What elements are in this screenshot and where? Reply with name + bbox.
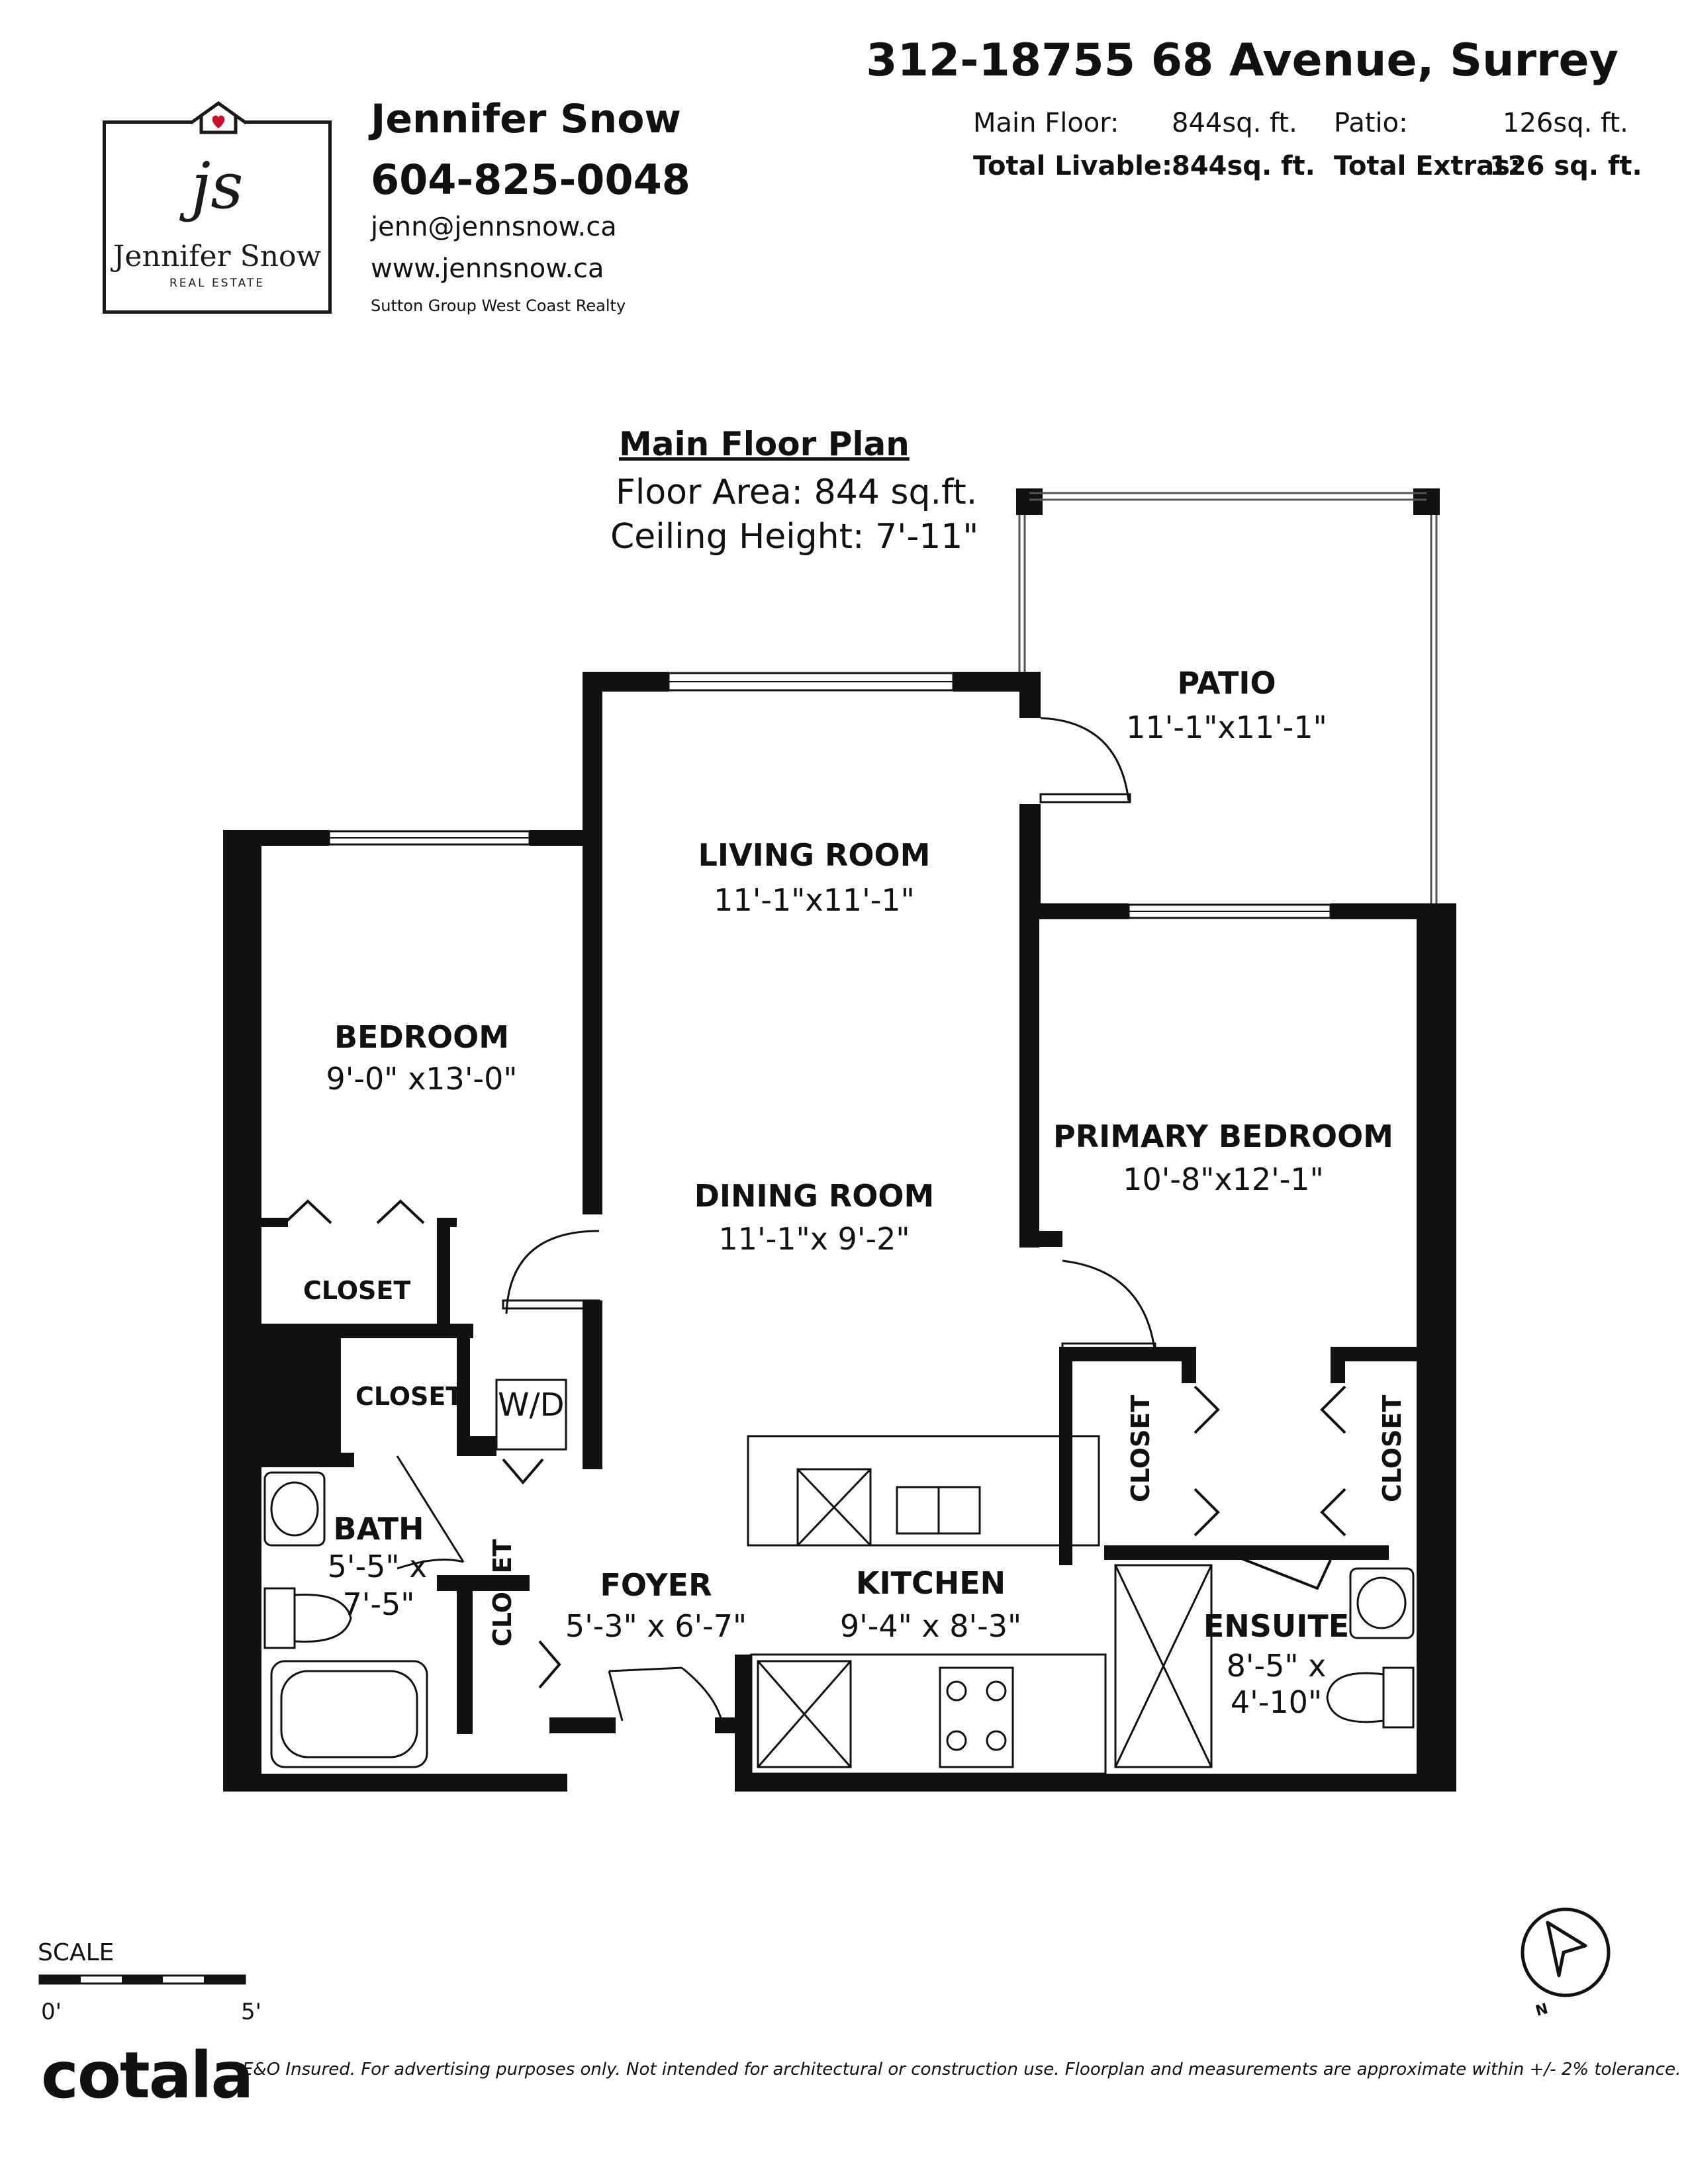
- kitchen-name: KITCHEN: [855, 1565, 1006, 1601]
- scale-bar: [38, 1974, 246, 1985]
- patio-dims: 11'-1"x11'-1": [1126, 709, 1327, 745]
- patio-railing: [1018, 492, 1438, 903]
- total-livable-label: Total Livable:: [973, 151, 1172, 181]
- ensuite-name: ENSUITE: [1203, 1608, 1350, 1644]
- dining-room-name: DINING ROOM: [694, 1178, 935, 1214]
- ensuite-dims-1: 8'-5" x: [1226, 1648, 1327, 1684]
- house-heart-icon: [189, 101, 248, 152]
- total-extras-area: 126 sq. ft.: [1489, 151, 1642, 181]
- windows: [328, 672, 1332, 919]
- foyer-closet-label: CLOSET: [488, 1539, 517, 1647]
- agent-phone: 604-825-0048: [371, 156, 690, 204]
- main-floor-label: Main Floor:: [973, 108, 1119, 138]
- scale-label: SCALE: [38, 1939, 115, 1966]
- bedroom-dims: 9'-0" x13'-0": [326, 1061, 518, 1097]
- bath-dims-1: 5'-5" x: [327, 1549, 428, 1584]
- doors: [396, 717, 1156, 1721]
- logo-name: Jennifer Snow: [113, 240, 322, 273]
- foyer-name: FOYER: [600, 1567, 712, 1603]
- primary-bedroom-dims: 10'-8"x12'-1": [1123, 1161, 1324, 1197]
- foyer-dims: 5'-3" x 6'-7": [565, 1608, 747, 1644]
- patio-label: Patio:: [1334, 108, 1408, 138]
- bath-fixtures: [263, 1379, 1415, 1768]
- washer-dryer-label: W/D: [498, 1387, 565, 1424]
- plan-ceiling-height: Ceiling Height: 7'-11": [610, 517, 979, 557]
- ensuite-dims-2: 4'-10": [1230, 1684, 1323, 1720]
- primary-closet-right-label: CLOSET: [1378, 1394, 1407, 1502]
- agent-email: jenn@jennsnow.ca: [371, 212, 617, 242]
- compass-icon: [1521, 1907, 1611, 1997]
- plan-floor-area: Floor Area: 844 sq.ft.: [616, 473, 978, 512]
- plan-title: Main Floor Plan: [619, 425, 910, 463]
- primary-closet-left-label: CLOSET: [1126, 1394, 1155, 1502]
- agent-company: Sutton Group West Coast Realty: [371, 296, 626, 315]
- bedroom-name: BEDROOM: [334, 1019, 510, 1055]
- total-livable-area: 844sq. ft.: [1172, 151, 1315, 181]
- dining-room-dims: 11'-1"x 9'-2": [718, 1221, 910, 1257]
- agent-website: www.jennsnow.ca: [371, 253, 604, 284]
- bath-dims-2: 7'-5": [342, 1586, 415, 1622]
- hall-closet-label: CLOSET: [355, 1382, 463, 1411]
- patio-area: 126sq. ft.: [1503, 108, 1628, 138]
- scale-end: 5': [241, 1999, 261, 2025]
- agent-name: Jennifer Snow: [371, 96, 681, 142]
- patio-name: PATIO: [1177, 665, 1276, 701]
- scale-start: 0': [41, 1999, 62, 2025]
- living-room-dims: 11'-1"x11'-1": [714, 882, 915, 918]
- walls: [223, 488, 1456, 1792]
- property-address: 312-18755 68 Avenue, Surrey: [866, 34, 1618, 87]
- cotala-logo: cotala: [41, 2038, 254, 2113]
- bedroom-closet-label: CLOSET: [303, 1276, 411, 1305]
- kitchen-dims: 9'-4" x 8'-3": [839, 1608, 1022, 1644]
- logo-subtitle: REAL ESTATE: [169, 277, 265, 290]
- living-room-name: LIVING ROOM: [698, 837, 931, 873]
- wall-west: [223, 830, 261, 1792]
- closet-doors: [283, 1199, 1346, 1689]
- bath-name: BATH: [333, 1511, 424, 1547]
- primary-bedroom-name: PRIMARY BEDROOM: [1053, 1118, 1393, 1154]
- disclaimer: E&O Insured. For advertising purposes on…: [242, 2060, 1681, 2079]
- main-floor-area: 844sq. ft.: [1172, 108, 1297, 138]
- kitchen-fixtures: [747, 1435, 1107, 1775]
- logo-monogram: js: [191, 149, 244, 223]
- total-extras-label: Total Extras:: [1334, 151, 1521, 181]
